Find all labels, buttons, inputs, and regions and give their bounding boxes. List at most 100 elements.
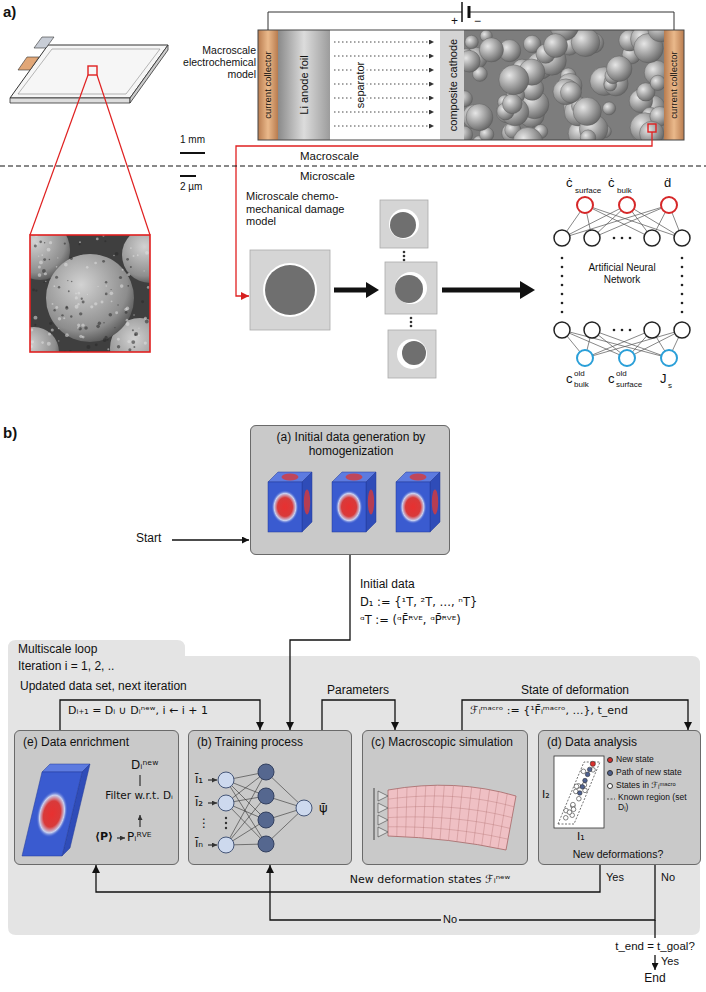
node-title: (a) Initial data generation by homogeniz… xyxy=(259,431,443,459)
sem-image xyxy=(34,324,36,326)
rve-cubes xyxy=(332,482,366,532)
battery-cell xyxy=(664,30,684,140)
battery-cell xyxy=(479,38,503,62)
sem-image xyxy=(52,303,54,305)
node-title: (d) Data analysis xyxy=(547,736,637,750)
plate-figure xyxy=(396,788,398,836)
rve-cubes xyxy=(399,490,426,524)
rve-sheared xyxy=(117,838,125,839)
neural-network-figure xyxy=(621,329,624,332)
cell-sketch xyxy=(88,66,97,75)
sem-image xyxy=(38,273,42,277)
box-fill xyxy=(250,425,450,555)
sem-image xyxy=(58,317,61,320)
sem-image xyxy=(70,257,73,260)
sem-image xyxy=(105,285,107,287)
sem-image xyxy=(64,242,66,244)
plate-figure xyxy=(374,785,516,850)
sem-image xyxy=(137,254,139,256)
label-text: J xyxy=(660,372,667,387)
sem-image xyxy=(86,345,90,349)
sem-image xyxy=(32,289,35,292)
sem-image xyxy=(132,329,134,331)
rve-cubes xyxy=(335,490,362,524)
sem-image xyxy=(96,238,99,241)
neural-network-figure xyxy=(629,237,632,240)
sem-image xyxy=(79,335,82,338)
sem-image xyxy=(110,292,114,296)
sem-image xyxy=(31,340,34,343)
sem-image xyxy=(117,338,120,341)
sem-image xyxy=(78,327,81,330)
plot-legend: New statePath of new stateStates in ℱᵢᵐᵃ… xyxy=(607,755,695,816)
sem-image xyxy=(33,316,37,320)
training-network xyxy=(225,822,227,824)
cell-sketch xyxy=(34,37,54,48)
sem-image xyxy=(67,280,68,281)
sem-image xyxy=(68,290,70,292)
invariant-plot xyxy=(563,761,595,820)
legend-swatch xyxy=(607,757,613,763)
sem-image xyxy=(143,270,144,271)
cell-sketch xyxy=(18,49,160,94)
battery-cell xyxy=(580,130,595,140)
electrode-layer: current collector xyxy=(664,30,684,140)
micro-model-figure xyxy=(380,200,428,248)
rve-cubes xyxy=(302,472,312,532)
battery-cell xyxy=(465,35,478,48)
node-text: īₙ xyxy=(195,837,203,851)
battery-cell xyxy=(334,70,434,71)
label-text: ℱᵢᵐᵃᶜʳᵒ := {¹F̄ᵢᵐᵃᶜʳᵒ, …}, t_end xyxy=(470,705,628,718)
label-text: + xyxy=(451,15,458,29)
legend-text: Path of new state xyxy=(616,768,682,778)
sem-image xyxy=(75,305,79,309)
plate-figure xyxy=(378,803,388,813)
node-text: Dᵢⁿᵉʷ xyxy=(131,759,158,773)
invariant-plot xyxy=(585,772,590,777)
plate-figure xyxy=(388,807,512,818)
decision-lines xyxy=(654,955,655,970)
node-text: I₁ xyxy=(577,831,585,844)
label-text: − xyxy=(474,15,481,29)
cell-sketch xyxy=(10,98,130,103)
legend-row: Known region (set Dᵢ) xyxy=(607,793,695,813)
micro-model-figure xyxy=(403,259,406,262)
sem-image xyxy=(117,304,118,305)
sem-image xyxy=(77,324,80,327)
label-text: Dᵢ₊₁ = Dᵢ ∪ Dᵢⁿᵉʷ, i ← i + 1 xyxy=(68,705,208,718)
sem-image xyxy=(103,338,107,342)
legend-row: Path of new state xyxy=(607,768,695,778)
micro-model-figure xyxy=(388,330,436,378)
edge-label: Updated data set, next iteration xyxy=(20,680,187,694)
node-title: separator xyxy=(354,60,367,110)
label-text: ᵅT := (ᵅF̄ᴿⱽᴱ, ᵅP̄ᴿⱽᴱ) xyxy=(360,614,461,627)
sem-image xyxy=(95,343,98,346)
plate-figure xyxy=(388,827,508,839)
battery-cell xyxy=(334,42,434,126)
electrode-layer: separator xyxy=(330,30,440,140)
battery-cell xyxy=(466,104,493,131)
sem-image xyxy=(75,296,78,299)
label-text: c xyxy=(566,372,573,387)
sem-image xyxy=(30,327,59,352)
training-network xyxy=(208,803,217,804)
label-text: Start xyxy=(136,532,161,546)
label-text: Yes xyxy=(661,955,679,968)
legend-text: States in ℱᵢᵐᵃᶜʳᵒ xyxy=(616,781,676,791)
cell-sketch xyxy=(10,37,168,235)
neural-network-figure xyxy=(613,237,616,240)
process-box: (c) Macroscopic simulation xyxy=(362,730,528,865)
node-text: ī₂ xyxy=(195,796,203,810)
electrode-layer: Li anode foil xyxy=(278,30,330,140)
label-text: No xyxy=(661,871,675,884)
sem-image xyxy=(87,294,88,295)
edge-label: No xyxy=(441,913,459,926)
training-network xyxy=(225,817,227,819)
micro-model-figure xyxy=(334,288,366,293)
edge-label: Initial data xyxy=(360,578,415,592)
sem-image xyxy=(47,342,51,346)
neural-network-figure xyxy=(577,197,593,213)
sem-image xyxy=(114,327,115,328)
neural-network-figure xyxy=(554,197,690,366)
label-text: bulk xyxy=(617,186,632,195)
